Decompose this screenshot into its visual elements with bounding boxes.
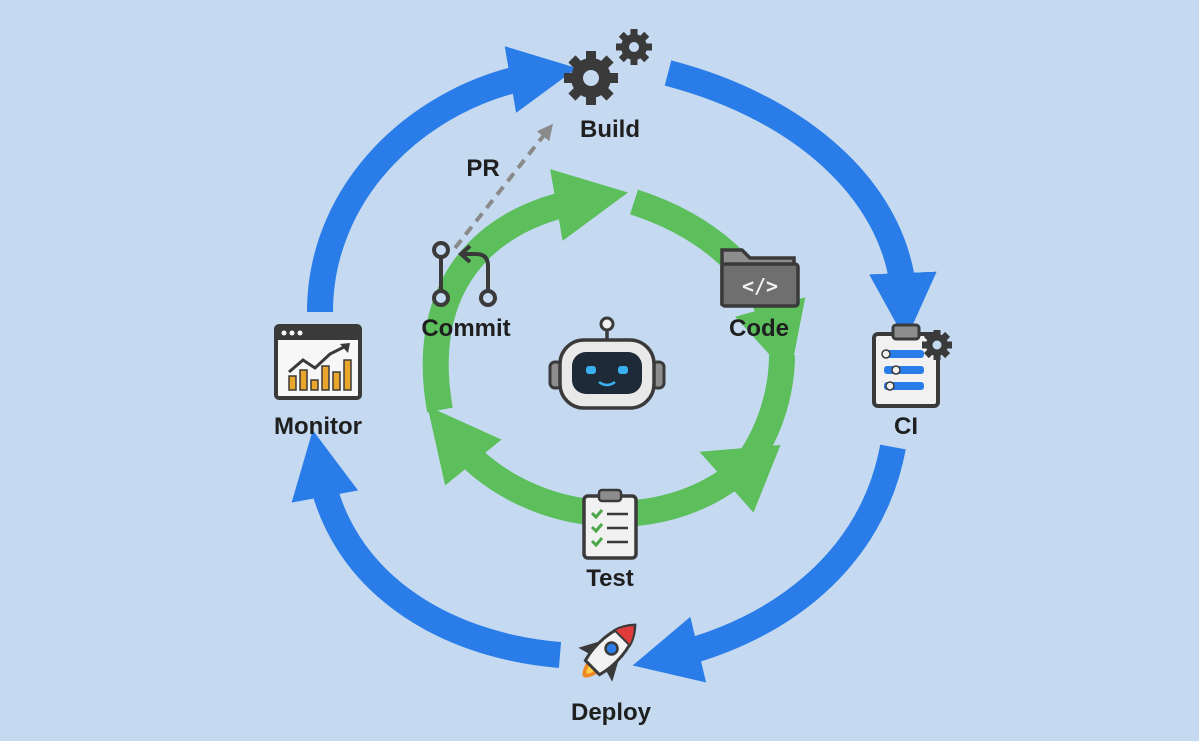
robot-icon	[548, 316, 666, 410]
stage-label-test: Test	[586, 565, 634, 592]
arrow-deploy-to-monitor	[291, 430, 562, 668]
pr-label: PR	[466, 155, 499, 182]
git-branch-icon	[432, 241, 497, 307]
checklist-icon	[582, 488, 638, 560]
stage-label-code: Code	[729, 315, 789, 342]
code-folder-icon: </>	[720, 248, 800, 308]
stage-label-monitor: Monitor	[274, 413, 362, 440]
arrow-commit-to-code	[422, 169, 629, 413]
stage-label-ci: CI	[894, 413, 918, 440]
arrow-code-to-test	[699, 354, 795, 513]
stage-label-build: Build	[580, 116, 640, 143]
rocket-icon	[578, 623, 637, 682]
stage-label-deploy: Deploy	[571, 699, 652, 726]
outer-loop	[291, 46, 937, 683]
stage-label-commit: Commit	[421, 315, 510, 342]
arrow-ci-to-deploy	[632, 444, 906, 683]
chart-window-icon	[274, 324, 362, 400]
arrow-monitor-to-build	[307, 46, 577, 313]
pr-arrow	[453, 123, 553, 250]
clipboard-gear-icon	[872, 323, 952, 408]
gears-icon	[564, 29, 652, 105]
arrow-build-to-ci	[664, 60, 937, 341]
svg-text:</>: </>	[742, 274, 778, 298]
